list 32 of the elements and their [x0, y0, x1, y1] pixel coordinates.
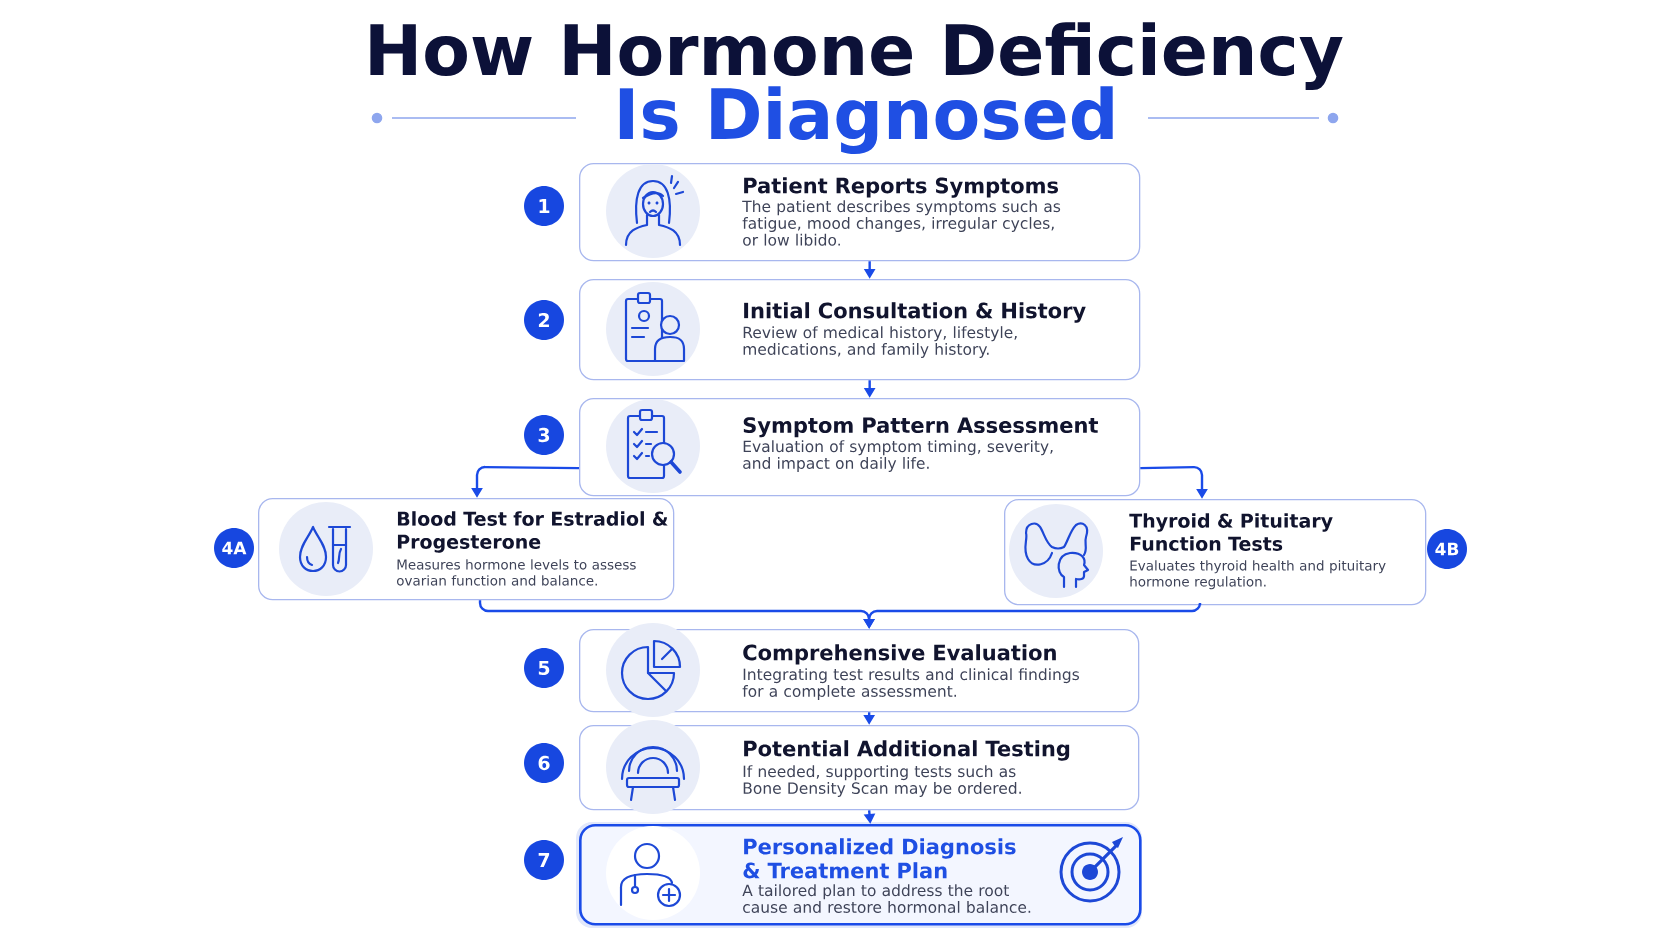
step-card	[579, 279, 1141, 381]
step-number-badge: 4A	[214, 528, 254, 568]
step-description: Measures hormone levels to assess ovarian function and balance.	[396, 559, 636, 586]
step-number-badge: 1	[524, 186, 564, 226]
step-number-badge: 2	[524, 300, 564, 340]
step-description: Evaluates thyroid health and pituitary hormone regulation.	[1130, 560, 1386, 590]
step-card	[1004, 499, 1427, 606]
step-heading: Initial Consultation & History	[744, 302, 1086, 323]
step-description: Integrating test results and clinical findings for a complete assessment.	[742, 668, 1079, 700]
step-heading: Blood Test for Estradiol & Progesterone	[397, 511, 668, 553]
step-number-badge: 7	[524, 840, 564, 880]
step-heading: Potential Additional Testing	[744, 740, 1070, 761]
step-number-badge: 3	[524, 415, 564, 455]
step-card	[579, 623, 1140, 717]
step-heading: Thyroid & Pituitary Function Tests	[1129, 513, 1333, 551]
step-description: Review of medical history, lifestyle, medications, and family history.	[743, 326, 1017, 358]
step-number-badge: 5	[524, 648, 564, 688]
step-description: Evaluation of symptom timing, severity, and impact on daily life.	[743, 440, 1053, 472]
step-card	[579, 163, 1141, 262]
step-heading: Personalized Diagnosis & Treatment Plan	[743, 838, 1016, 879]
step-description: The patient describes symptoms such as fatigue, mood changes, irregular cycles, or low libido.	[742, 200, 1061, 246]
step-card	[576, 822, 1142, 928]
step-heading: Comprehensive Evaluation	[743, 644, 1056, 665]
step-number-badge: 6	[524, 743, 564, 783]
step-heading: Patient Reports Symptoms	[744, 177, 1058, 198]
step-card	[258, 498, 675, 601]
step-card	[579, 398, 1141, 497]
step-description: If needed, supporting tests such as Bone Density Scan may be ordered.	[743, 765, 1021, 797]
step-card	[579, 720, 1140, 814]
step-heading: Symptom Pattern Assessment	[743, 417, 1098, 438]
step-number-badge: 4B	[1427, 529, 1467, 569]
step-description: A tailored plan to address the root cause and restore hormonal balance.	[742, 884, 1031, 913]
